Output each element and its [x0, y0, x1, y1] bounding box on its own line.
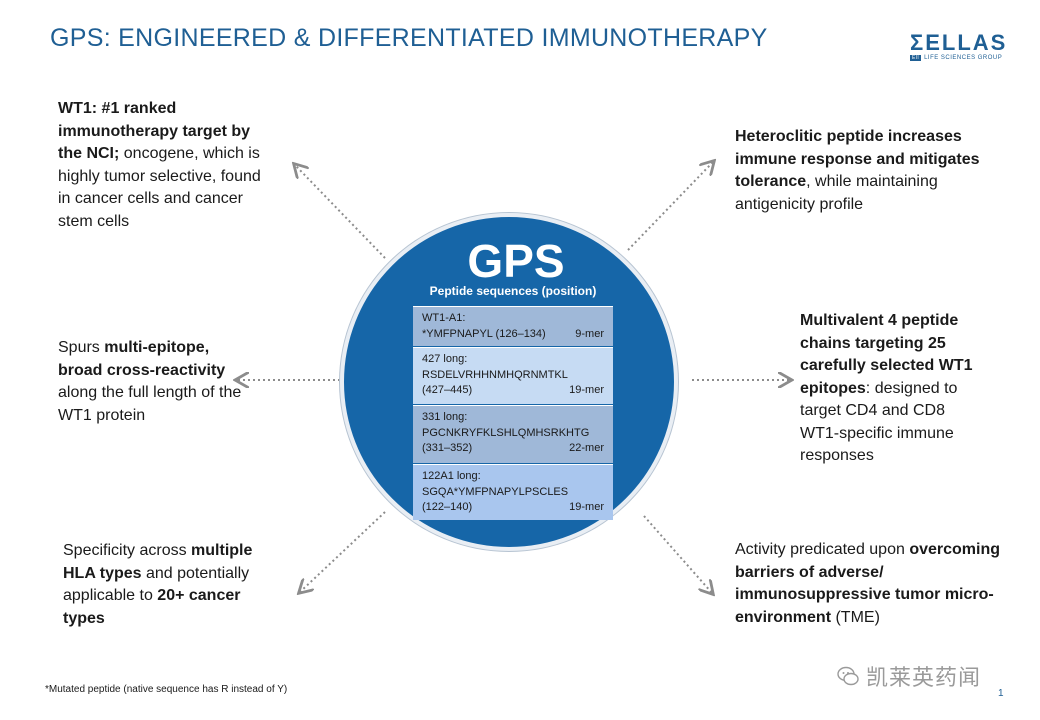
callout-text: : designed to target CD4 and CD8 WT1-spe… [800, 379, 958, 465]
peptide-sequence: PGCNKRYFKLSHLQMHSRKHTG [422, 426, 590, 439]
peptide-length: 19-mer [569, 501, 604, 513]
logo-brand: ΣELLAS [910, 30, 1008, 55]
gps-label: GPS [467, 235, 565, 287]
arrow-top-left [295, 165, 386, 259]
arrow-bottom-left [300, 511, 386, 592]
watermark-text: 凯莱英药闻 [866, 665, 982, 690]
logo-badge: Ell [910, 55, 922, 61]
watermark: 凯莱英药闻 [836, 660, 981, 692]
peptide-position: (122–140) [422, 501, 473, 513]
callout-bold: Heteroclitic peptide increases immune re… [735, 128, 980, 190]
callout-bottom-right: Activity predicated upon overcoming barr… [735, 539, 1000, 629]
logo-tagline-row: Ell LIFE SCIENCES GROUP [910, 55, 1010, 61]
peptide-length: 22-mer [569, 442, 604, 454]
peptide-name: 122A1 long: [422, 470, 481, 482]
company-logo: ΣELLAS Ell LIFE SCIENCES GROUP [910, 32, 1010, 68]
peptide-name: 427 long: [422, 353, 468, 365]
callout-text: Specificity across [63, 542, 192, 559]
peptide-name: WT1-A1: [422, 312, 466, 324]
callout-bold: overcoming barriers of adverse/ immunosu… [735, 541, 1001, 626]
peptide-row: 331 long: PGCNKRYFKLSHLQMHSRKHTG (331–35… [413, 405, 613, 463]
callout-bold: WT1: #1 ranked immunotherapy target by t… [58, 100, 251, 162]
peptide-row: 427 long: RSDELVRHHNMHQRNMTKL (427–445) 1… [413, 347, 613, 404]
peptide-table-header: Peptide sequences (position) [429, 284, 597, 298]
callout-text: oncogene, which is highly tumor selectiv… [58, 145, 261, 230]
peptide-sequence: *YMFPNAPYL (126–134) [422, 327, 546, 340]
callout-text: (TME) [831, 608, 880, 626]
peptide-name: 331 long: [422, 411, 468, 423]
callout-text: Activity predicated upon [735, 541, 910, 558]
peptide-sequence: SGQA*YMFPNAPYLPSCLES [422, 485, 569, 498]
arrow-top-right [627, 162, 713, 251]
footnote: *Mutated peptide (native sequence has R … [45, 684, 288, 695]
callout-top-left: WT1: #1 ranked immunotherapy target by t… [58, 98, 273, 233]
callout-bold: 20+ cancer types [63, 587, 241, 627]
peptide-sequence: RSDELVRHHNMHQRNMTKL [422, 368, 568, 381]
callout-text: , while maintaining antigenicity profile [735, 173, 938, 213]
callout-mid-right: Multivalent 4 peptide chains targeting 2… [800, 310, 985, 468]
peptide-row: WT1-A1: *YMFPNAPYL (126–134) 9-mer [413, 306, 613, 346]
peptide-position: (331–352) [422, 442, 473, 454]
callout-text: Spurs [58, 339, 105, 356]
callout-bold: multiple HLA types [63, 542, 253, 582]
callout-text: along the full length of the WT1 protein [58, 384, 242, 424]
page-number: 1 [998, 688, 1004, 699]
callout-bottom-left: Specificity across multiple HLA types an… [63, 540, 273, 630]
peptide-row: 122A1 long: SGQA*YMFPNAPYLPSCLES (122–14… [413, 464, 613, 520]
callout-bold: Multivalent 4 peptide chains targeting 2… [800, 312, 973, 397]
page-title: GPS: ENGINEERED & DIFFERENTIATED IMMUNOT… [50, 24, 768, 52]
callout-top-right: Heteroclitic peptide increases immune re… [735, 126, 995, 216]
arrow-bottom-right [643, 515, 712, 593]
wechat-icon [837, 666, 859, 686]
peptide-length: 19-mer [569, 384, 604, 396]
logo-tagline: LIFE SCIENCES GROUP [924, 55, 1003, 61]
callout-bold: multi-epitope, broad cross-reactivity [58, 339, 226, 379]
peptide-length: 9-mer [575, 327, 604, 340]
callout-text: and potentially applicable to [63, 564, 250, 605]
callout-mid-left: Spurs multi-epitope, broad cross-reactiv… [58, 337, 248, 427]
peptide-position: (427–445) [422, 384, 473, 396]
